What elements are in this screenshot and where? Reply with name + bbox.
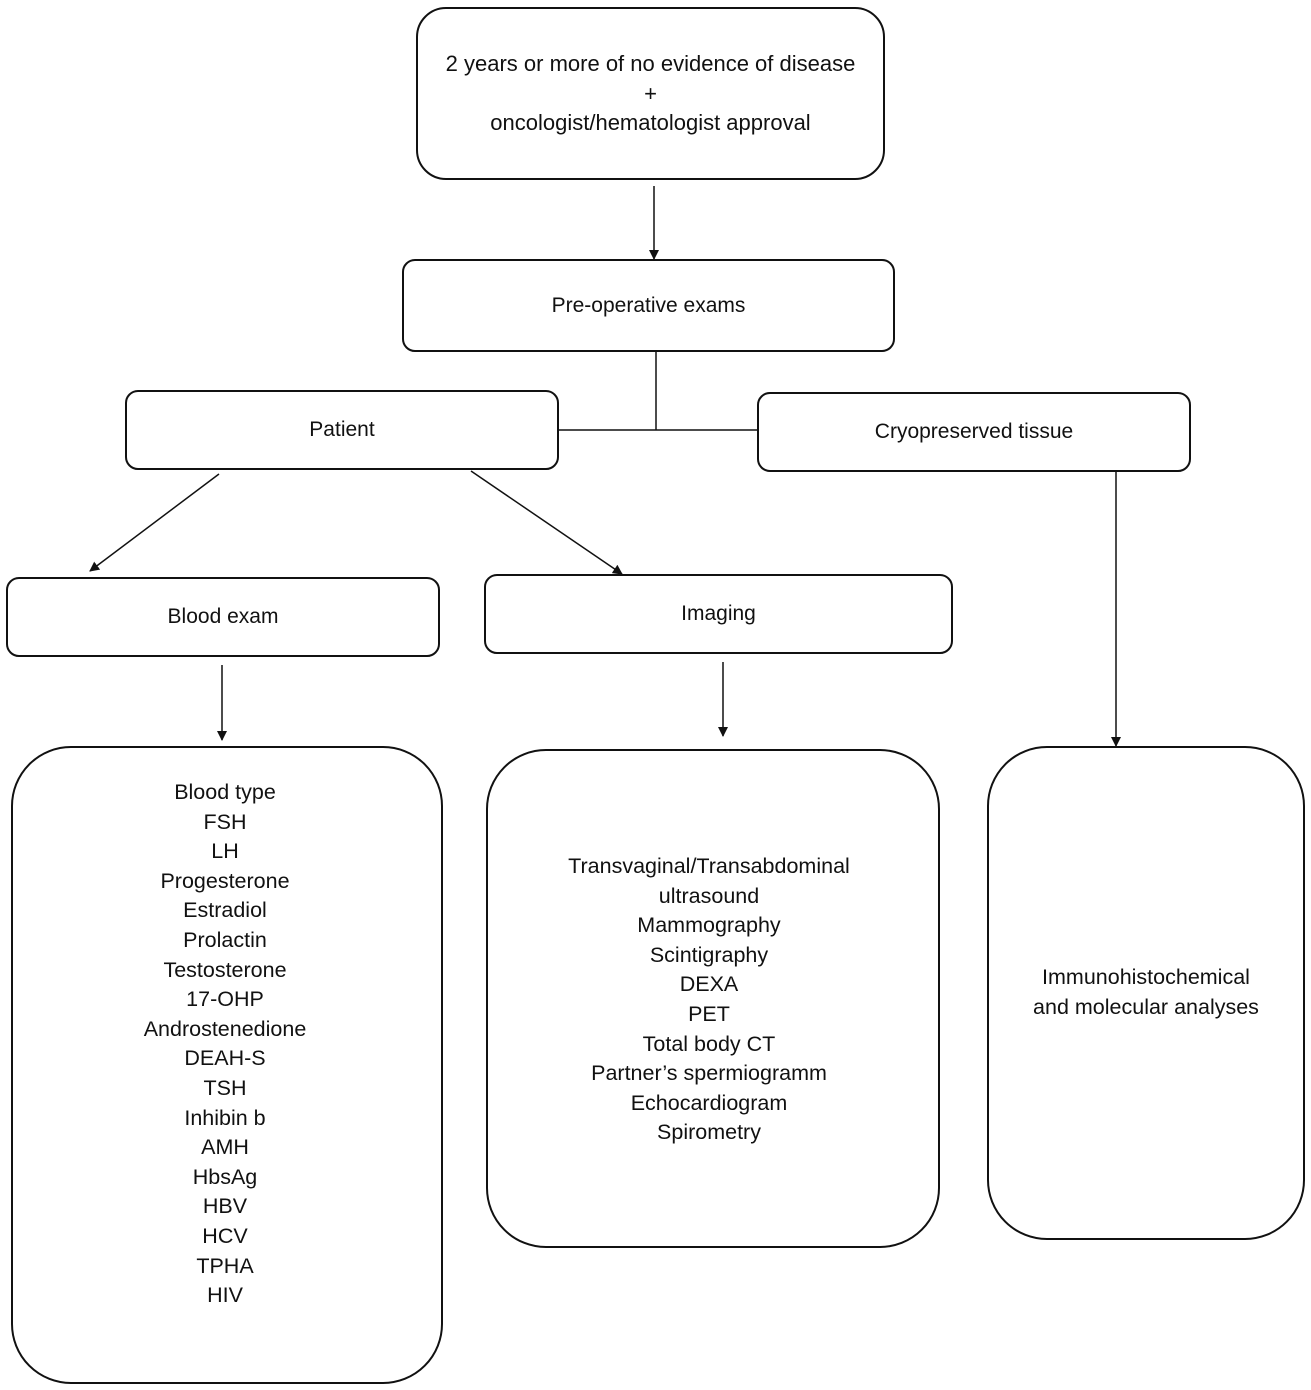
blood-exam-item: TPHA [196,1253,254,1278]
start-node-line-2: + [644,80,657,106]
blood-exam-item: Estradiol [183,898,267,923]
blood-exam-item: AMH [201,1135,249,1160]
blood-exam-item: HIV [207,1283,243,1308]
blood-exam-node: Blood exam [6,577,440,657]
imaging-item: ultrasound [658,883,760,908]
imaging-node: Imaging [484,574,953,654]
blood-exam-item: Inhibin b [184,1105,266,1130]
blood-exam-item: Progesterone [160,868,290,893]
analysis-node: Immunohistochemical and molecular analys… [987,746,1305,1240]
blood-exam-item: TSH [203,1075,247,1100]
blood-exam-item: Testosterone [163,957,287,982]
patient-node: Patient [125,390,559,470]
cryo-node-label: Cryopreserved tissue [874,420,1074,443]
blood-exam-item: HCV [202,1223,248,1248]
patient-node-label: Patient [309,418,375,441]
blood-exam-item: 17-OHP [186,987,264,1012]
cryo-node: Cryopreserved tissue [757,392,1191,472]
blood-exam-list: Blood type FSH LH Progesterone Estradiol… [11,746,443,1384]
imaging-item: Partner’s spermiogramm [591,1061,827,1086]
imaging-item: Scintigraphy [649,942,769,967]
blood-exam-item: HbsAg [192,1164,258,1189]
arrow-patient-to-blood [89,473,220,572]
start-node: 2 years or more of no evidence of diseas… [416,7,885,180]
imaging-item: Echocardiogram [630,1090,788,1115]
imaging-item: Spirometry [657,1120,761,1145]
imaging-item: DEXA [679,972,739,997]
imaging-item: Transvaginal/Transabdominal [568,854,850,878]
blood-exam-item: Blood type [174,780,276,804]
blood-exam-item: FSH [203,809,247,834]
imaging-list: Transvaginal/Transabdominal ultrasound M… [486,749,940,1248]
imaging-item: PET [688,1001,730,1026]
arrow-patient-to-imaging [470,470,623,575]
preop-node-label: Pre-operative exams [551,293,746,317]
start-node-line-3: oncologist/hematologist approval [490,110,811,136]
analysis-node-line-1: Immunohistochemical [1042,965,1250,990]
analysis-node-line-2: and molecular analyses [1033,995,1259,1019]
blood-exam-item: Prolactin [183,927,267,952]
imaging-node-label: Imaging [681,602,756,625]
blood-exam-item: Androstenedione [143,1016,307,1041]
blood-exam-node-label: Blood exam [167,605,279,628]
start-node-line-1: 2 years or more of no evidence of diseas… [445,51,856,77]
preop-node: Pre-operative exams [402,259,895,352]
imaging-item: Total body CT [642,1031,776,1056]
blood-exam-item: LH [211,839,239,864]
blood-exam-item: HBV [202,1194,248,1219]
blood-exam-item: DEAH-S [184,1046,266,1071]
imaging-item: Mammography [637,913,781,938]
